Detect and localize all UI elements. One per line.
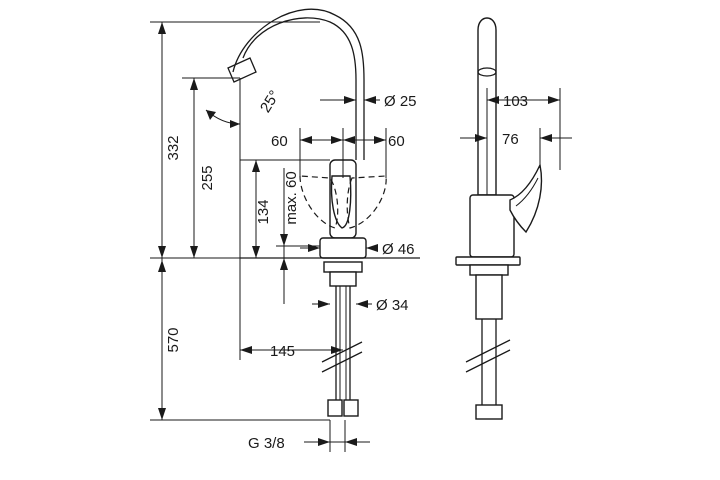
label-outlet-diameter: Ø 25 <box>384 93 417 110</box>
label-handle-left: 60 <box>271 133 288 150</box>
label-103: 103 <box>503 93 528 110</box>
label-handle-right: 60 <box>388 133 405 150</box>
label-shank-diameter: Ø 34 <box>376 297 409 314</box>
label-255: 255 <box>199 165 216 190</box>
dimension-labels: 332 255 25° Ø 25 60 60 134 max. 60 Ø 46 … <box>165 87 528 452</box>
side-view-dimensions <box>460 88 572 195</box>
side-view-faucet <box>455 17 543 420</box>
label-134: 134 <box>255 199 272 224</box>
label-g-3-8: G 3/8 <box>248 435 285 452</box>
label-max-60: max. 60 <box>283 171 300 224</box>
label-332: 332 <box>165 135 182 160</box>
label-145: 145 <box>270 343 295 360</box>
label-base-diameter: Ø 46 <box>382 241 415 258</box>
label-570: 570 <box>165 327 182 352</box>
label-25-degree: 25° <box>257 87 283 115</box>
front-view-dimensions <box>150 21 387 452</box>
label-76: 76 <box>502 131 519 148</box>
